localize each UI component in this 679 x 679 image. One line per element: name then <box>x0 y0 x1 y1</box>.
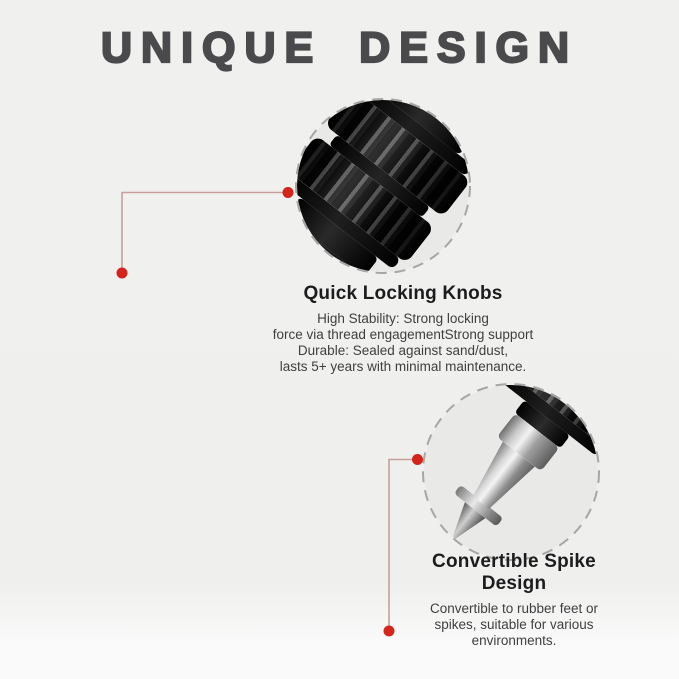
page-title: UNIQUE DESIGN <box>100 23 579 73</box>
connector-line-knobs <box>121 191 288 273</box>
feature-body-line: force via thread engagementStrong suppor… <box>272 327 534 342</box>
callout-circle-spike <box>421 382 601 562</box>
feature-body-line: spikes, suitable for various <box>434 617 594 632</box>
feature-heading-spike: Convertible Spike Design <box>432 551 596 594</box>
feature-body-line: Convertible to rubber feet or <box>429 601 599 616</box>
callout-circle-knobs <box>294 97 472 275</box>
feature-block-spike: Convertible Spike Design Convertible to … <box>398 551 630 649</box>
dashed-ring <box>422 383 600 561</box>
callout-dot <box>282 187 294 198</box>
feature-block-knobs: Quick Locking Knobs High Stability: Stro… <box>240 283 566 375</box>
dashed-ring <box>295 98 471 274</box>
callout-dot <box>383 625 395 637</box>
callout-dot <box>116 267 128 279</box>
feature-heading-knobs: Quick Locking Knobs <box>303 283 503 304</box>
knobs-closeup-image <box>297 100 469 272</box>
spike-closeup-image <box>424 385 598 559</box>
feature-body-line: High Stability: Strong locking <box>317 311 489 326</box>
feature-body-line: lasts 5+ years with minimal maintenance. <box>279 359 527 374</box>
feature-body-line: environments. <box>471 633 557 648</box>
feature-body-line: Durable: Sealed against sand/dust, <box>297 343 509 358</box>
